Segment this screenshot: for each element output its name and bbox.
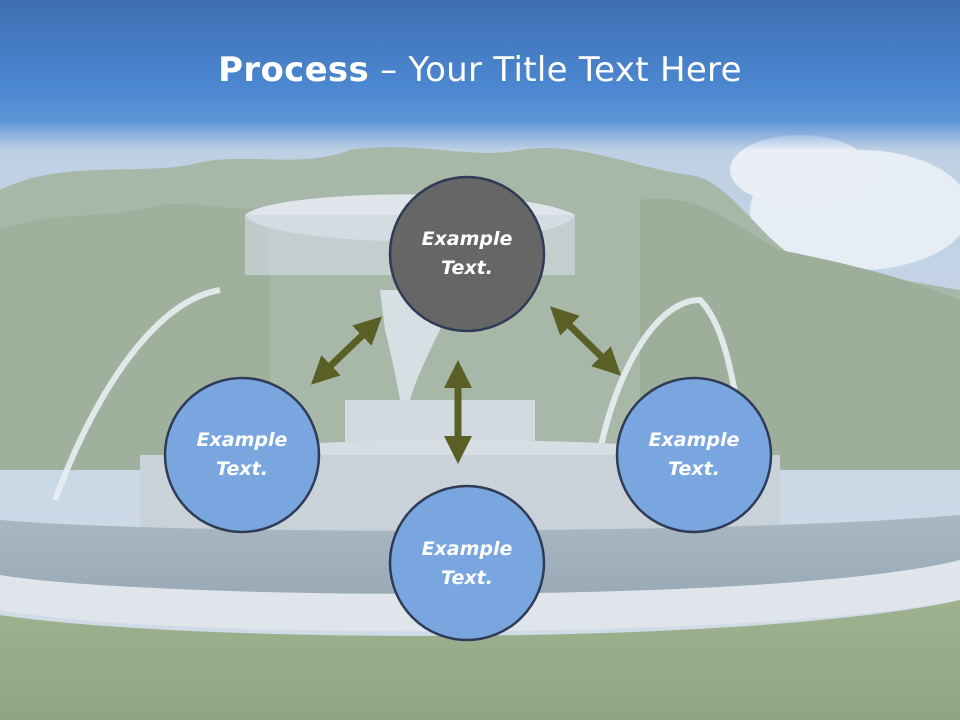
node-label-right-line1: Example [648, 429, 740, 451]
node-label-left-line2: Text. [216, 458, 268, 480]
node-label-top: Example Text. [389, 225, 545, 283]
node-circle-left[interactable] [163, 376, 321, 534]
node-label-bottom: Example Text. [389, 535, 545, 593]
node-circle-bottom[interactable] [388, 484, 546, 642]
node-label-left-line1: Example [196, 429, 288, 451]
title-rest-part: – Your Title Text Here [369, 50, 742, 90]
arrow-top-right [550, 306, 621, 376]
node-label-bottom-line2: Text. [441, 567, 493, 589]
arrow-top-left [310, 316, 383, 385]
title-bold-part: Process [218, 50, 370, 90]
node-label-top-line2: Text. [441, 257, 493, 279]
node-label-right: Example Text. [616, 426, 772, 484]
node-circle-right[interactable] [615, 376, 773, 534]
node-label-top-line1: Example [421, 228, 513, 250]
node-label-right-line2: Text. [668, 458, 720, 480]
node-label-left: Example Text. [164, 426, 320, 484]
slide-title[interactable]: Process – Your Title Text Here [0, 50, 960, 90]
title-bar [0, 0, 960, 150]
node-circle-top[interactable] [388, 175, 546, 333]
node-label-bottom-line1: Example [421, 538, 513, 560]
